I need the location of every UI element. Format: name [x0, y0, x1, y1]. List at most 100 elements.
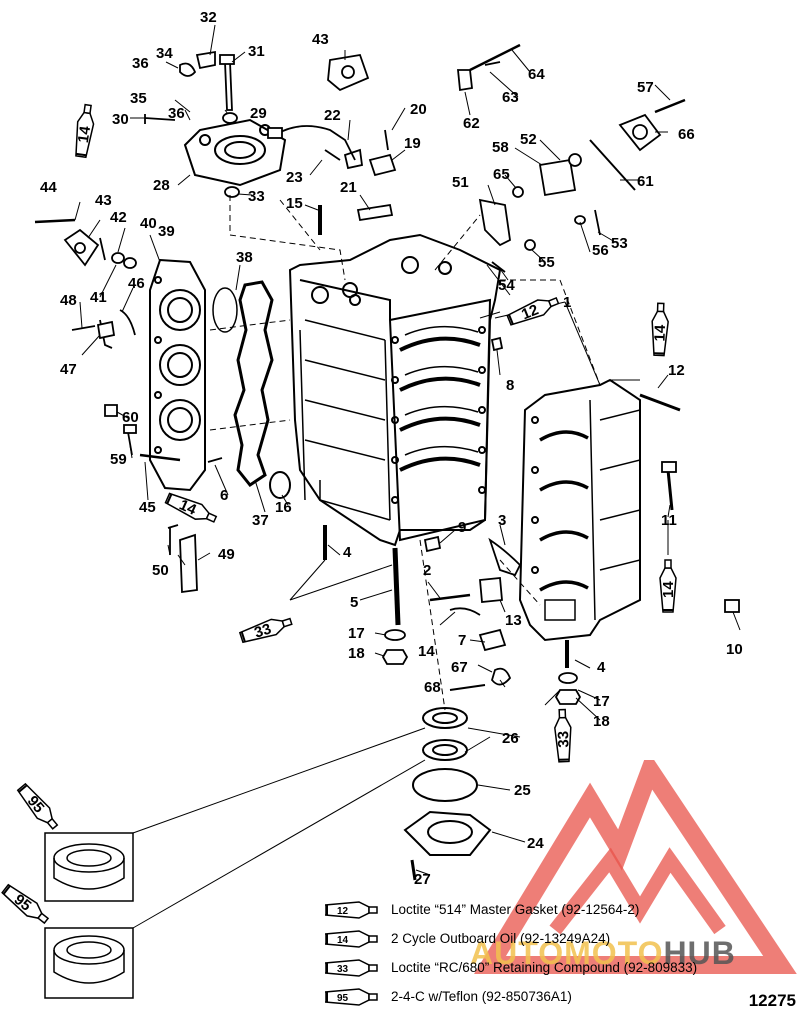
- callout: 25: [514, 782, 531, 799]
- callout: 50: [152, 562, 169, 579]
- callout: 49: [218, 546, 235, 563]
- callout: 47: [60, 361, 77, 378]
- callout: 62: [463, 115, 480, 132]
- callout: 5: [350, 594, 358, 611]
- callout: 34: [156, 45, 173, 62]
- cylinder-head: [149, 258, 206, 492]
- callout: 18: [593, 713, 610, 730]
- callout: 12: [668, 362, 685, 379]
- svg-text:33: 33: [555, 731, 573, 748]
- callout: 32: [200, 9, 217, 26]
- callout: 56: [592, 242, 609, 259]
- callout-numbers: 1 2 3 4 4 5 6 7 8 9 10 11 12 13 14 15 16…: [40, 9, 743, 888]
- callout: 4: [597, 659, 606, 676]
- svg-text:33: 33: [252, 620, 273, 641]
- legend-row: 14 2 Cycle Outboard Oil (92-13249A24): [325, 924, 795, 953]
- sealant-tube-icon: 95: [325, 987, 378, 1006]
- callout: 39: [158, 223, 175, 240]
- callout: 46: [128, 275, 145, 292]
- sealant-tube-icon: 14: [325, 929, 378, 948]
- callout: 43: [312, 31, 329, 48]
- cylinder-block: [288, 233, 502, 547]
- legend-text: 2 Cycle Outboard Oil (92-13249A24): [391, 931, 611, 946]
- oring-16: [269, 471, 291, 499]
- sealant-tube-14-top-left: 14: [71, 102, 98, 159]
- callout: 41: [90, 289, 107, 306]
- callout: 13: [505, 612, 522, 629]
- svg-text:14: 14: [337, 935, 349, 946]
- callout: 43: [95, 192, 112, 209]
- callout: 23: [286, 169, 303, 186]
- callout: 6: [220, 487, 228, 504]
- crankcase-cover: [518, 378, 641, 642]
- callout: 17: [593, 693, 610, 710]
- callout: 27: [414, 871, 431, 888]
- callout: 26: [502, 730, 519, 747]
- callout: 31: [248, 43, 265, 60]
- callout: 52: [520, 131, 537, 148]
- sealant-tube-14-lower-left: 14: [163, 489, 220, 528]
- callout: 20: [410, 101, 427, 118]
- callout: 36: [168, 105, 185, 122]
- callout: 54: [498, 277, 515, 294]
- sealant-tube-95-bottom: 95: [0, 881, 53, 928]
- svg-text:14: 14: [177, 496, 200, 519]
- svg-text:12: 12: [337, 906, 349, 917]
- callout: 16: [275, 499, 292, 516]
- callout: 40: [140, 215, 157, 232]
- callout: 3: [498, 512, 506, 529]
- callout: 44: [40, 179, 57, 196]
- callout: 1: [563, 294, 571, 311]
- oring-38: [212, 287, 238, 333]
- sealant-tube-icon: 12: [325, 900, 378, 919]
- callout: 28: [153, 177, 170, 194]
- leader-lines: [74, 24, 741, 876]
- sealant-tube-33-right: 33: [553, 708, 573, 763]
- svg-text:95: 95: [11, 891, 35, 915]
- legend-text: Loctite “RC/680” Retaining Compound (92-…: [391, 960, 698, 975]
- watermark-text: AUTOMOTOHUB: [470, 935, 736, 971]
- callout: 10: [726, 641, 743, 658]
- top-cover-assembly: [183, 118, 287, 187]
- callout: 33: [248, 188, 265, 205]
- small-parts: [34, 43, 740, 705]
- callout: 35: [130, 90, 147, 107]
- callout: 57: [637, 79, 654, 96]
- sealant-tube-12: 12: [505, 292, 562, 329]
- callout: 59: [110, 451, 127, 468]
- sealant-tube-33-left: 33: [237, 612, 295, 647]
- callout: 63: [502, 89, 519, 106]
- seal-plate-group: [403, 707, 492, 881]
- callout: 29: [250, 105, 267, 122]
- svg-text:33: 33: [337, 964, 349, 975]
- callout: 19: [404, 135, 421, 152]
- callout: 2: [423, 562, 431, 579]
- callout: 53: [611, 235, 628, 252]
- callout: 36: [132, 55, 149, 72]
- dashed-construction-lines: [209, 195, 601, 711]
- callout: 15: [286, 195, 303, 212]
- svg-text:12: 12: [519, 301, 541, 323]
- callout: 66: [678, 126, 695, 143]
- callout: 68: [424, 679, 441, 696]
- sealant-tube-icon: 33: [325, 958, 378, 977]
- svg-text:14: 14: [660, 581, 677, 598]
- callout: 61: [637, 173, 654, 190]
- legend: 12 Loctite “514” Master Gasket (92-12564…: [325, 895, 795, 1011]
- callout: 7: [458, 632, 466, 649]
- callout: 51: [452, 174, 469, 191]
- svg-text:14: 14: [75, 124, 94, 144]
- callout: 9: [458, 519, 466, 536]
- callout: 8: [506, 377, 514, 394]
- callout: 17: [348, 625, 365, 642]
- callout: 11: [661, 512, 677, 529]
- callout: 4: [343, 544, 352, 561]
- head-gasket: [233, 280, 274, 488]
- figure-number: 12275: [748, 991, 796, 1010]
- callout: 38: [236, 249, 253, 266]
- legend-row: 12 Loctite “514” Master Gasket (92-12564…: [325, 895, 795, 924]
- svg-text:95: 95: [337, 993, 349, 1004]
- callout: 64: [528, 66, 545, 83]
- legend-row: 33 Loctite “RC/680” Retaining Compound (…: [325, 953, 795, 982]
- callout: 24: [527, 835, 544, 852]
